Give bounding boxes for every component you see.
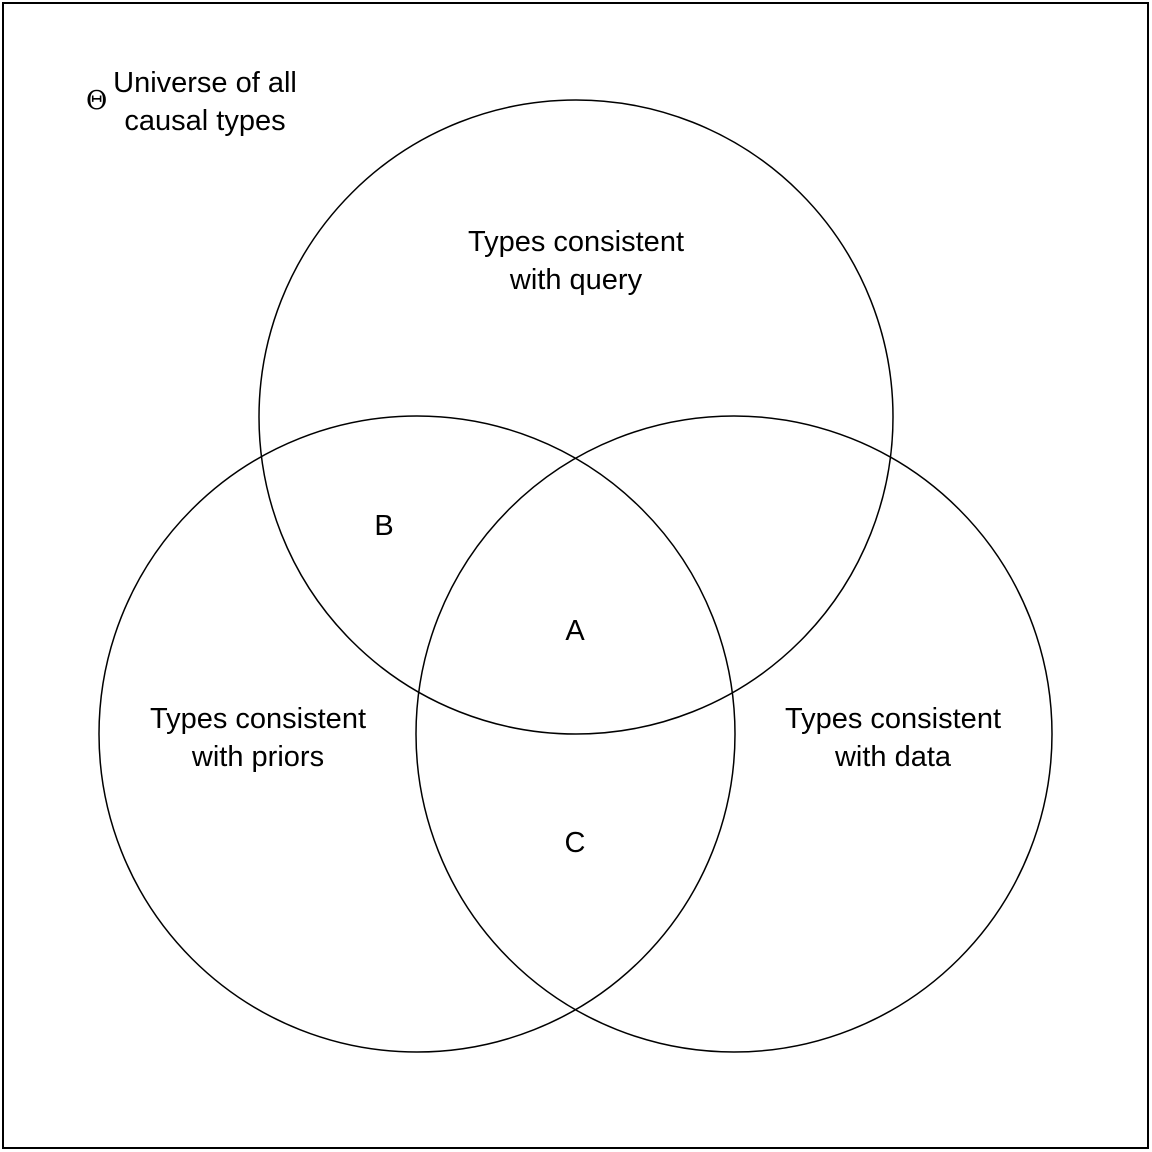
universe-label-line1: Universe of all (113, 67, 297, 99)
universe-label-line2: causal types (124, 105, 285, 137)
data-circle (415, 415, 1053, 1053)
priors-label-line2: with priors (191, 741, 324, 773)
priors-circle (98, 415, 736, 1053)
region-label-c: C (565, 827, 586, 859)
data-label-line2: with data (834, 741, 952, 773)
data-label-line1: Types consistent (785, 703, 1001, 735)
region-label-a: A (565, 615, 585, 647)
theta-symbol: Θ (86, 86, 107, 116)
query-circle (258, 99, 894, 735)
priors-label-line1: Types consistent (150, 703, 366, 735)
query-label-line2: with query (509, 264, 643, 296)
region-label-b: B (374, 510, 393, 542)
query-label-line1: Types consistent (468, 226, 684, 258)
